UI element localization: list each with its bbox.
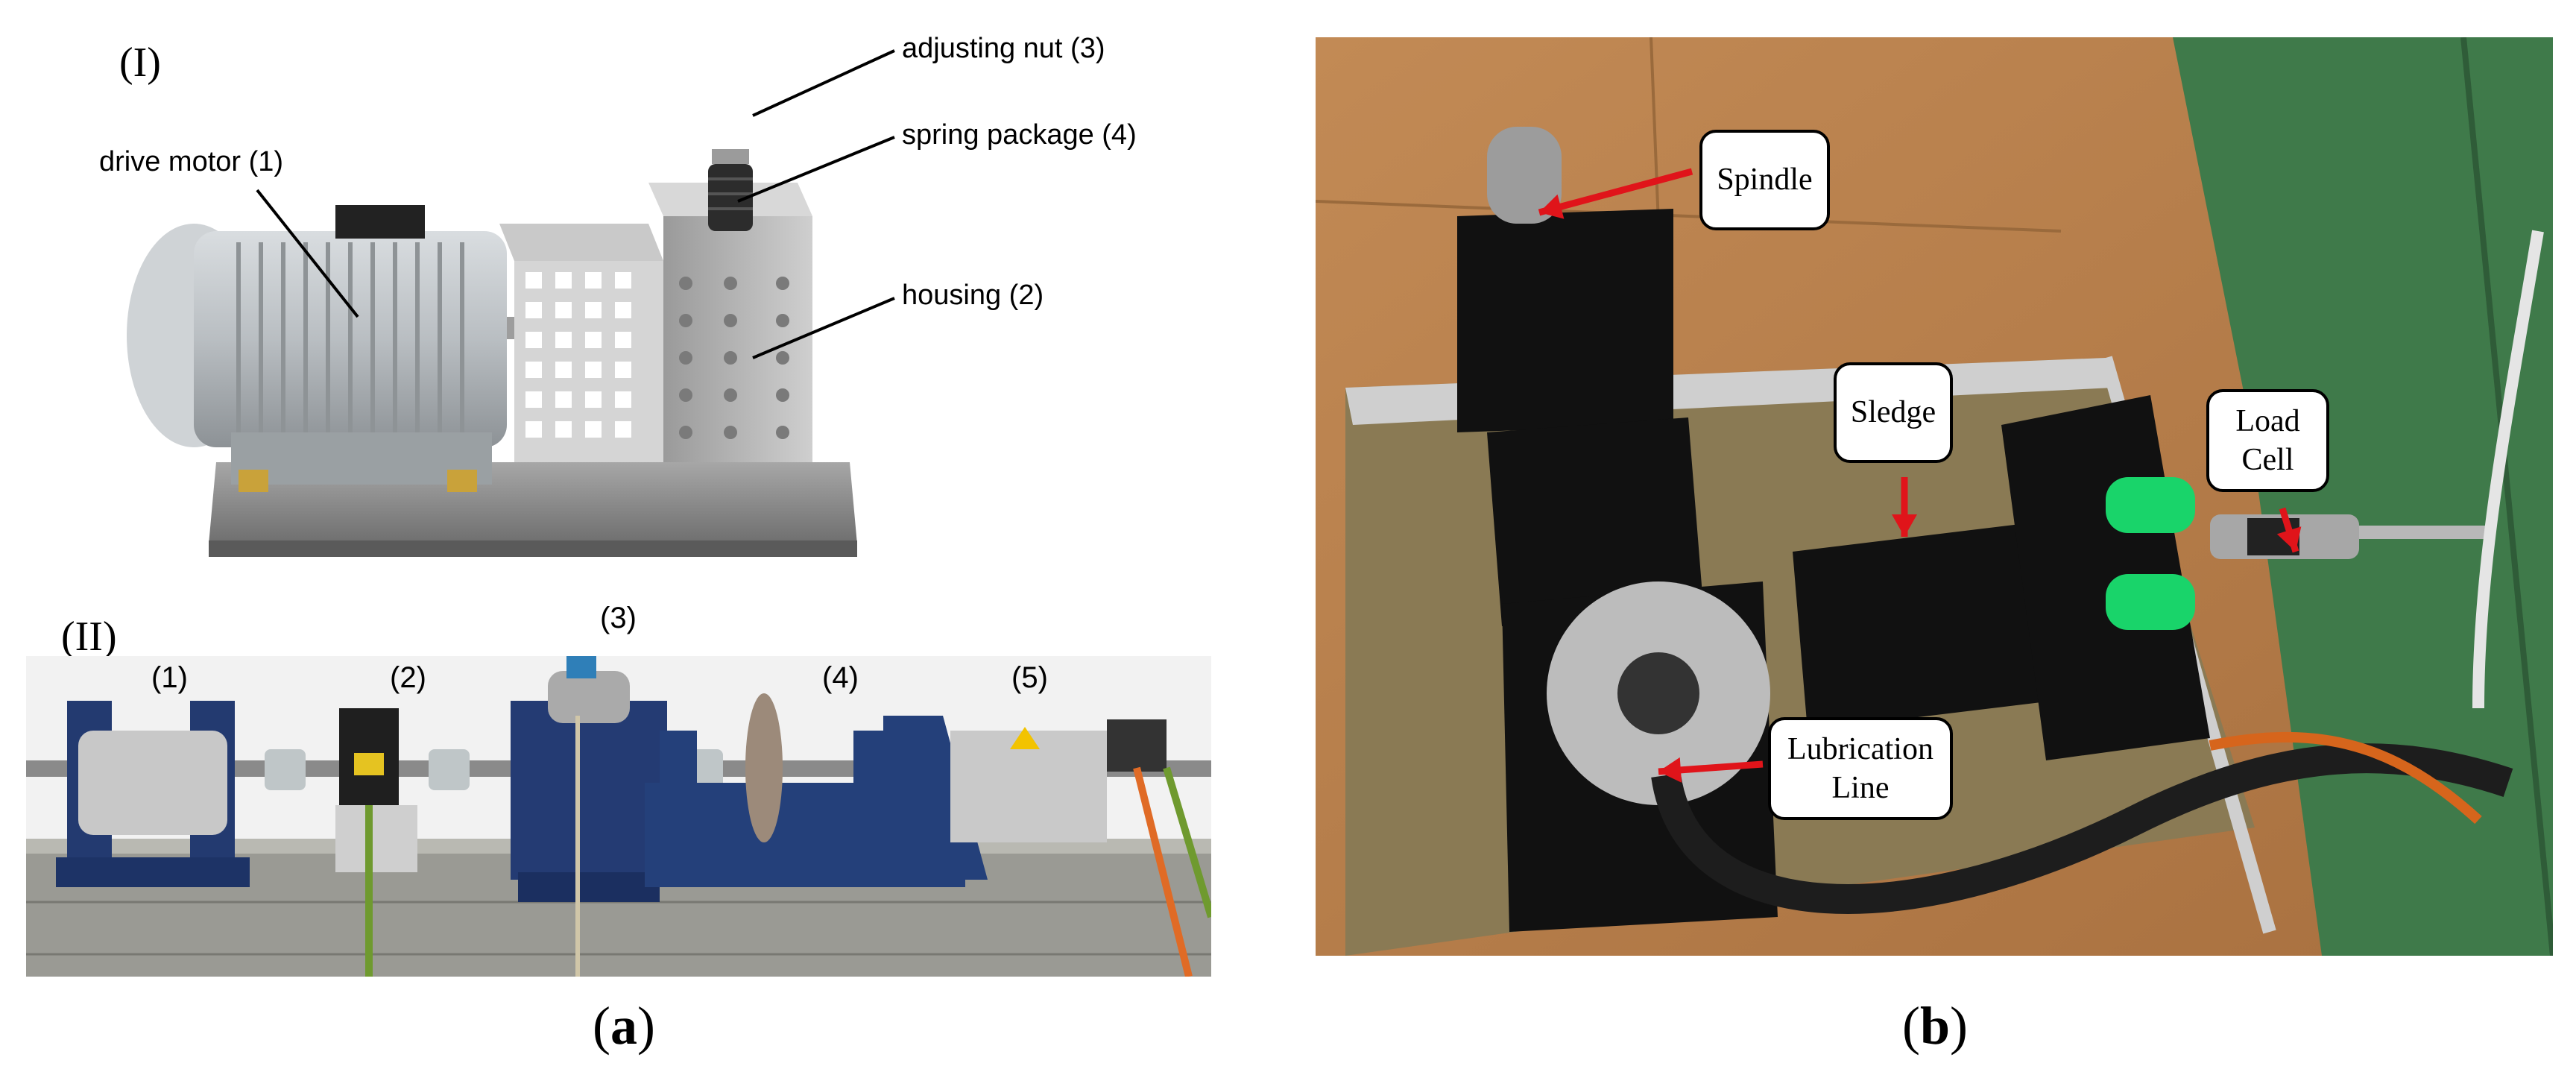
test-rig-photo-part1: [112, 149, 872, 581]
green-springs: [2106, 477, 2195, 630]
callout-lubrication-line2: Line: [1831, 771, 1890, 805]
leader-spring-package: [737, 136, 895, 203]
label-unit-3: (3): [600, 602, 637, 634]
arrow-spindle-head: [1539, 194, 1565, 219]
caption-a: (a): [593, 995, 655, 1057]
panel-a-part2-marker: (II): [61, 614, 117, 660]
terminal-box: [335, 205, 425, 239]
test-rig-photo-part2: [26, 656, 1211, 977]
arrow-group: [1538, 168, 2302, 783]
label-drive-motor: drive motor (1): [99, 146, 284, 177]
housing-block: [648, 183, 812, 462]
label-unit-4: (4): [822, 661, 859, 694]
arrow-lubrication-head: [1658, 757, 1682, 783]
callout-lubrication-line1: Lubrication: [1787, 731, 1933, 766]
leader-lines-part1: [256, 49, 895, 359]
unit-2: [335, 708, 417, 977]
callout-sledge-text: Sledge: [1850, 395, 1936, 430]
leader-housing: [752, 297, 895, 359]
caption-a-close: ): [637, 996, 655, 1056]
callout-sledge: Sledge: [1834, 362, 1953, 463]
callout-load-cell: Load Cell: [2206, 389, 2329, 492]
caption-b-open: (: [1902, 996, 1920, 1056]
callout-load-cell-line1: Load: [2235, 403, 2300, 438]
label-unit-2: (2): [390, 661, 426, 694]
callout-arrows: [1538, 168, 2302, 783]
leader-adjusting-nut: [752, 49, 895, 117]
adjusting-nut: [712, 149, 749, 164]
caption-b-close: ): [1950, 996, 1969, 1056]
label-unit-5: (5): [1011, 661, 1048, 694]
green-wall: [2173, 37, 2553, 956]
caption-a-open: (: [593, 996, 610, 1056]
label-spring-package: spring package (4): [902, 119, 1137, 151]
unit-5: [883, 716, 1211, 977]
label-adjusting-nut: adjusting nut (3): [902, 33, 1105, 64]
arrow-load-cell-head: [2276, 526, 2302, 552]
callout-spindle: Spindle: [1699, 130, 1830, 230]
arrow-sledge-head: [1892, 514, 1917, 537]
spindle-nose: [1487, 127, 1562, 224]
callout-spindle-text: Spindle: [1717, 163, 1813, 198]
test-rig-photo-b: [1316, 37, 2553, 956]
test-rig-illustration-b: [1316, 37, 2553, 956]
spring-package: [708, 164, 753, 231]
label-housing: housing (2): [902, 280, 1044, 311]
caption-b-letter: b: [1919, 996, 1951, 1056]
test-rig-illustration-part2: [26, 656, 1211, 977]
callout-load-cell-line2: Cell: [2241, 443, 2294, 477]
caption-a-letter: a: [610, 996, 637, 1056]
panel-a-part1-marker: (I): [119, 40, 161, 86]
label-unit-1: (1): [151, 661, 188, 694]
test-rig-illustration-part1: [127, 149, 857, 557]
unit-3: [511, 656, 667, 977]
unit-1: [56, 701, 250, 887]
arrow-spindle: [1538, 168, 1693, 216]
guard-cage: [499, 224, 663, 462]
caption-b: (b): [1902, 995, 1968, 1057]
callout-lubrication-line: Lubrication Line: [1768, 717, 1953, 820]
leader-drive-motor: [256, 189, 359, 318]
